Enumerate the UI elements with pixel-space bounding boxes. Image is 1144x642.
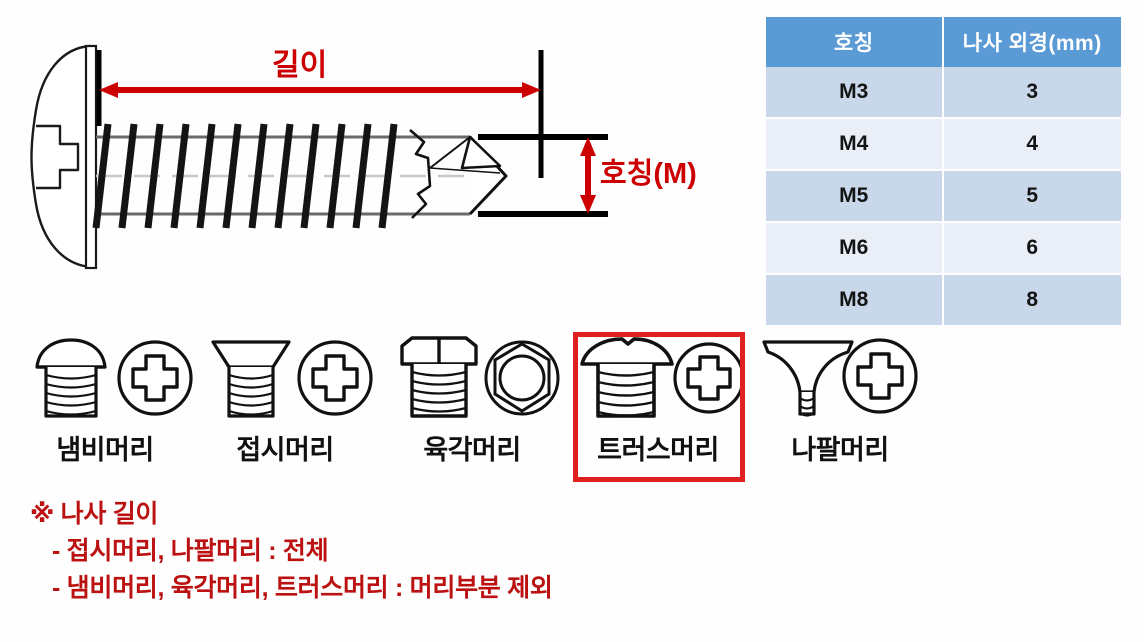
hex-nut-icon xyxy=(484,340,560,416)
screw-head-profile xyxy=(30,44,92,269)
screw-length-notes: ※ 나사 길이 - 접시머리, 나팔머리 : 전체 - 냄비머리, 육각머리, … xyxy=(30,496,553,607)
cell-outer-diameter: 4 xyxy=(943,119,1121,171)
note-line-2: - 냄비머리, 육각머리, 트러스머리 : 머리부분 제외 xyxy=(52,574,553,602)
head-underside xyxy=(84,44,98,270)
cell-designation: M3 xyxy=(766,67,944,119)
cell-designation: M5 xyxy=(766,171,944,223)
pan-head-screw-icon xyxy=(35,338,193,418)
table-header-row: 호칭 나사 외경(mm) xyxy=(766,17,1121,67)
head-type-bugle: 나팔머리 xyxy=(750,330,930,482)
column-header-designation: 호칭 xyxy=(766,17,944,67)
screw-dimension-diagram xyxy=(30,44,608,270)
hex-head-screw-icon xyxy=(400,336,560,418)
bugle-head-screw-icon xyxy=(762,338,918,417)
nominal-dimension-label: 호칭(M) xyxy=(600,158,697,190)
table-row: M8 8 xyxy=(766,275,1121,327)
length-dimension-label: 길이 xyxy=(272,49,328,82)
drill-point-tip xyxy=(409,129,508,219)
cell-outer-diameter: 6 xyxy=(943,223,1121,275)
head-type-label: 트러스머리 xyxy=(597,435,719,465)
cell-outer-diameter: 5 xyxy=(943,171,1121,223)
column-header-outer-diameter: 나사 외경(mm) xyxy=(943,17,1121,67)
cell-designation: M6 xyxy=(766,223,944,275)
head-type-label: 접시머리 xyxy=(236,435,334,465)
screw-threads xyxy=(92,123,398,229)
table-row: M5 5 xyxy=(766,171,1121,223)
note-line-1: - 접시머리, 나팔머리 : 전체 xyxy=(52,537,329,565)
head-type-gallery: 냄비머리 접시머리 xyxy=(0,330,960,490)
table-row: M4 4 xyxy=(766,119,1121,171)
flat-head-screw-icon xyxy=(211,340,373,418)
head-type-label: 냄비머리 xyxy=(56,435,154,465)
table-row: M6 6 xyxy=(766,223,1121,275)
head-type-hex: 육각머리 xyxy=(382,330,562,482)
selected-head-type-highlight xyxy=(573,332,745,482)
phillips-drive-icon xyxy=(117,340,193,416)
head-type-pan: 냄비머리 xyxy=(15,330,195,482)
cell-designation: M8 xyxy=(766,275,944,327)
cell-outer-diameter: 3 xyxy=(943,67,1121,119)
length-dimension-arrow xyxy=(99,82,541,98)
nominal-dimension-arrow xyxy=(580,137,596,214)
screw-spec-table: 호칭 나사 외경(mm) M3 3 M4 4 M5 5 M6 6 M8 xyxy=(766,17,1121,327)
phillips-drive-icon xyxy=(297,340,373,416)
cell-designation: M4 xyxy=(766,119,944,171)
cell-outer-diameter: 8 xyxy=(943,275,1121,327)
note-title: ※ 나사 길이 xyxy=(30,500,159,528)
head-type-flat: 접시머리 xyxy=(195,330,375,482)
phillips-drive-icon xyxy=(842,338,918,414)
head-type-label: 나팔머리 xyxy=(791,435,889,465)
head-type-label: 육각머리 xyxy=(423,435,521,465)
table-row: M3 3 xyxy=(766,67,1121,119)
